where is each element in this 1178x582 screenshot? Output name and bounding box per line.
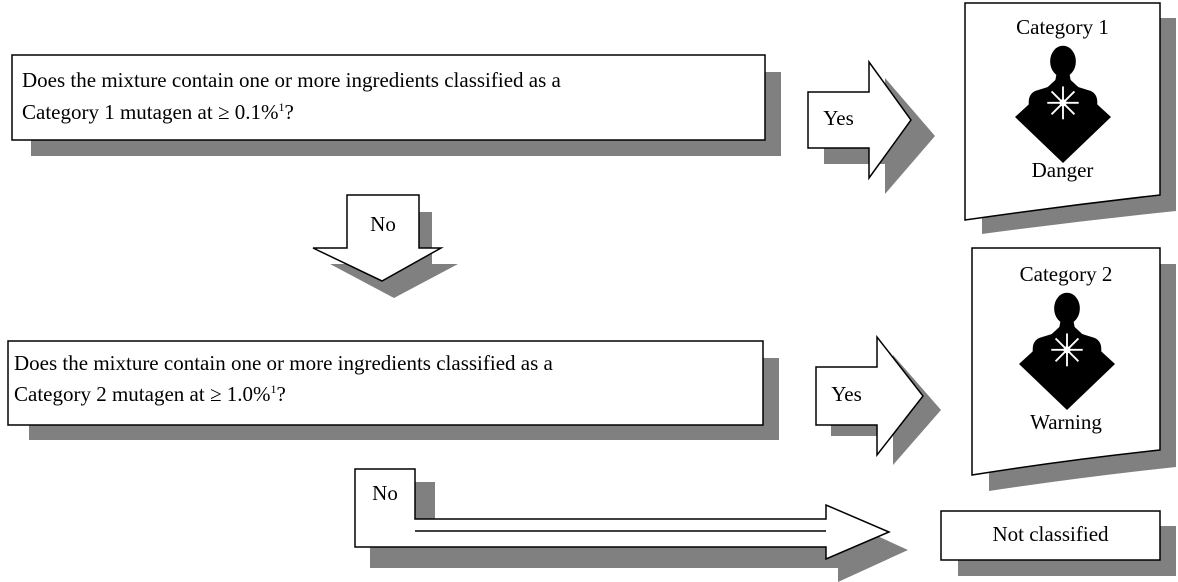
- category-1-label: Category 1: [1016, 15, 1109, 39]
- question-1-line-1: Does the mixture contain one or more ing…: [22, 68, 561, 92]
- outcome-category-2: [971, 247, 1176, 491]
- footnote-marker-2: 1: [270, 382, 277, 396]
- no-label-2: No: [372, 481, 398, 505]
- outcome-not-classified: [940, 510, 1176, 576]
- question-1-end: ?: [284, 100, 294, 124]
- yes-label-2: Yes: [831, 382, 862, 406]
- outcome-category-1: [964, 2, 1176, 234]
- question-1-line-2: Category 1 mutagen at ≥ 0.1%1?: [22, 99, 294, 125]
- yes-label-1: Yes: [823, 106, 854, 130]
- yes-arrow-2: [815, 334, 941, 465]
- no-arrow-1: [312, 194, 458, 298]
- question-2-line-2: Category 2 mutagen at ≥ 1.0%1?: [14, 381, 286, 407]
- category-2-label: Category 2: [1019, 262, 1113, 286]
- question-box-1: [11, 54, 781, 156]
- question-2-text: Category 2 mutagen at ≥ 1.0%: [14, 382, 271, 406]
- no-label-1: No: [370, 212, 396, 236]
- not-classified-label: Not classified: [992, 522, 1109, 546]
- health-hazard-icon-1: [1013, 45, 1113, 165]
- no-arrow-2: [354, 468, 908, 582]
- yes-arrow-1: [807, 59, 935, 194]
- signal-word-danger: Danger: [1031, 158, 1094, 182]
- question-2-line-1: Does the mixture contain one or more ing…: [14, 351, 553, 375]
- question-1-text: Category 1 mutagen at ≥ 0.1%: [22, 100, 279, 124]
- question-2-end: ?: [276, 382, 286, 406]
- footnote-marker-1: 1: [278, 100, 285, 114]
- question-box-2: [7, 340, 779, 440]
- signal-word-warning: Warning: [1030, 410, 1102, 434]
- health-hazard-icon-2: [1017, 292, 1117, 412]
